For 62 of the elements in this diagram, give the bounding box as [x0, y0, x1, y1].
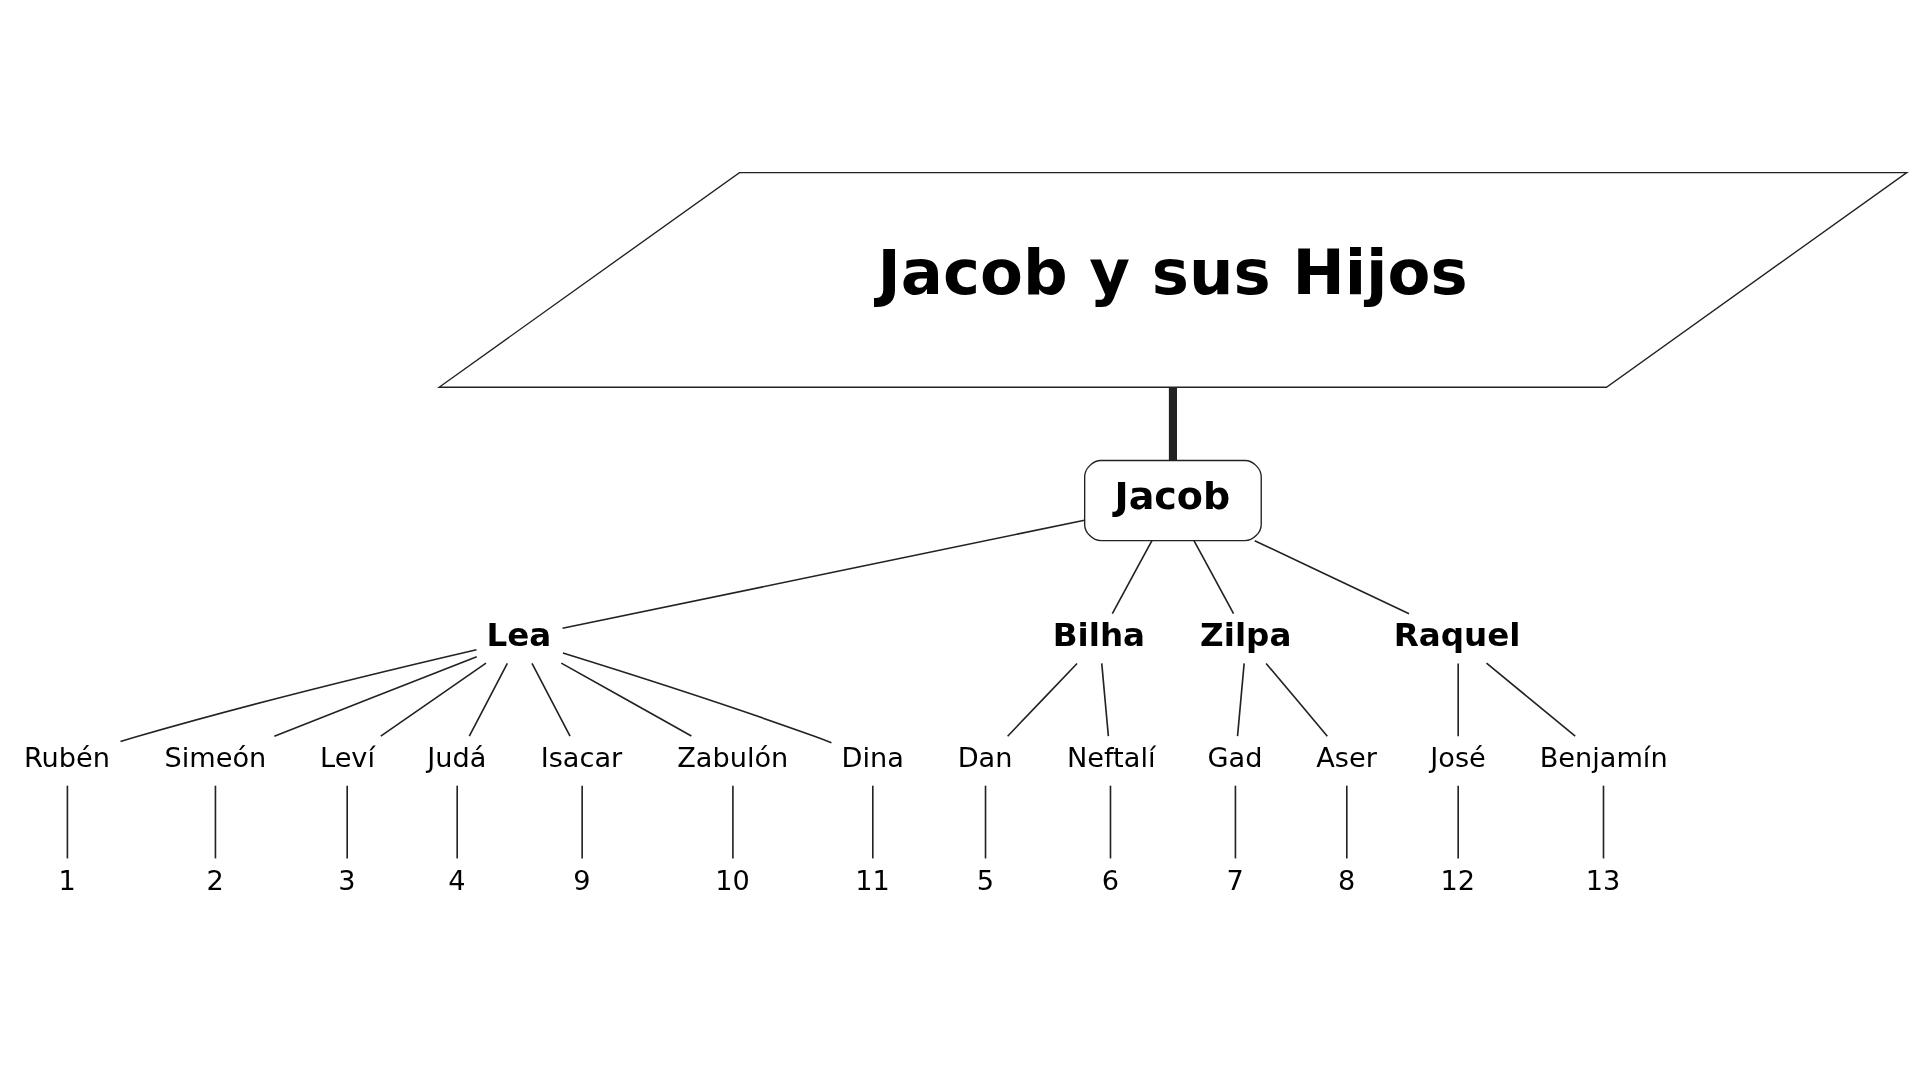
- connector: [119, 648, 477, 743]
- connector: [1602, 784, 1604, 860]
- connector: [1456, 784, 1459, 860]
- connector: [455, 784, 458, 860]
- node-text: Neftalí: [1066, 742, 1155, 774]
- node-text: Simeón: [164, 742, 266, 774]
- connector: [559, 662, 692, 737]
- connector: [468, 662, 508, 737]
- connector: [561, 652, 832, 744]
- connector: [66, 784, 68, 860]
- node-text: 9: [572, 864, 591, 896]
- node-text: 12: [1440, 864, 1475, 896]
- node-text: Gad: [1207, 742, 1263, 774]
- node-text: Aser: [1315, 742, 1377, 774]
- node-text: 13: [1585, 864, 1620, 896]
- connector: [1006, 662, 1078, 737]
- connector: [731, 784, 734, 860]
- connector: [1485, 662, 1576, 737]
- connector: [1111, 539, 1153, 615]
- node-text: Bilha: [1052, 615, 1145, 654]
- node-text: Lea: [485, 615, 551, 654]
- connector: [1456, 662, 1459, 737]
- connector: [214, 784, 216, 860]
- connector: [1236, 662, 1245, 737]
- connector: [379, 662, 487, 737]
- node-text: 10: [714, 864, 750, 896]
- node-text: Judá: [426, 742, 486, 774]
- connector: [580, 784, 583, 860]
- node-text: 11: [854, 864, 890, 896]
- connector: [1345, 784, 1348, 860]
- node-text: Benjamín: [1539, 742, 1668, 774]
- node-text: Isacar: [540, 742, 622, 774]
- node-text: Dina: [841, 742, 904, 774]
- connector: [1253, 539, 1410, 615]
- node-text: 4: [447, 864, 466, 896]
- node-text: 2: [206, 864, 224, 896]
- node-text: 8: [1337, 864, 1355, 896]
- node-text: 5: [976, 864, 994, 896]
- node-text: José: [1429, 742, 1486, 774]
- connector: [1168, 387, 1177, 461]
- connector: [273, 655, 478, 737]
- node-text: 1: [58, 864, 76, 896]
- node-text: 6: [1101, 864, 1119, 896]
- node-text: Rubén: [23, 742, 110, 774]
- connector: [1234, 784, 1236, 860]
- node-box: Jacob: [1083, 459, 1262, 542]
- connector: [345, 784, 348, 860]
- node-text: Zilpa: [1199, 615, 1291, 654]
- node-text: Zabulón: [676, 742, 788, 774]
- connector: [1264, 662, 1328, 737]
- connector: [530, 662, 571, 737]
- node-text: Raquel: [1393, 615, 1521, 654]
- connector: [1192, 539, 1234, 615]
- connector: [1109, 784, 1111, 860]
- connector: [871, 784, 874, 860]
- node-text: Leví: [319, 742, 375, 774]
- node-text: 7: [1226, 864, 1244, 896]
- connector: [984, 784, 986, 860]
- connector: [1100, 662, 1109, 737]
- connector: [561, 519, 1085, 630]
- node-text: Dan: [957, 742, 1012, 774]
- node-text: 3: [337, 864, 356, 896]
